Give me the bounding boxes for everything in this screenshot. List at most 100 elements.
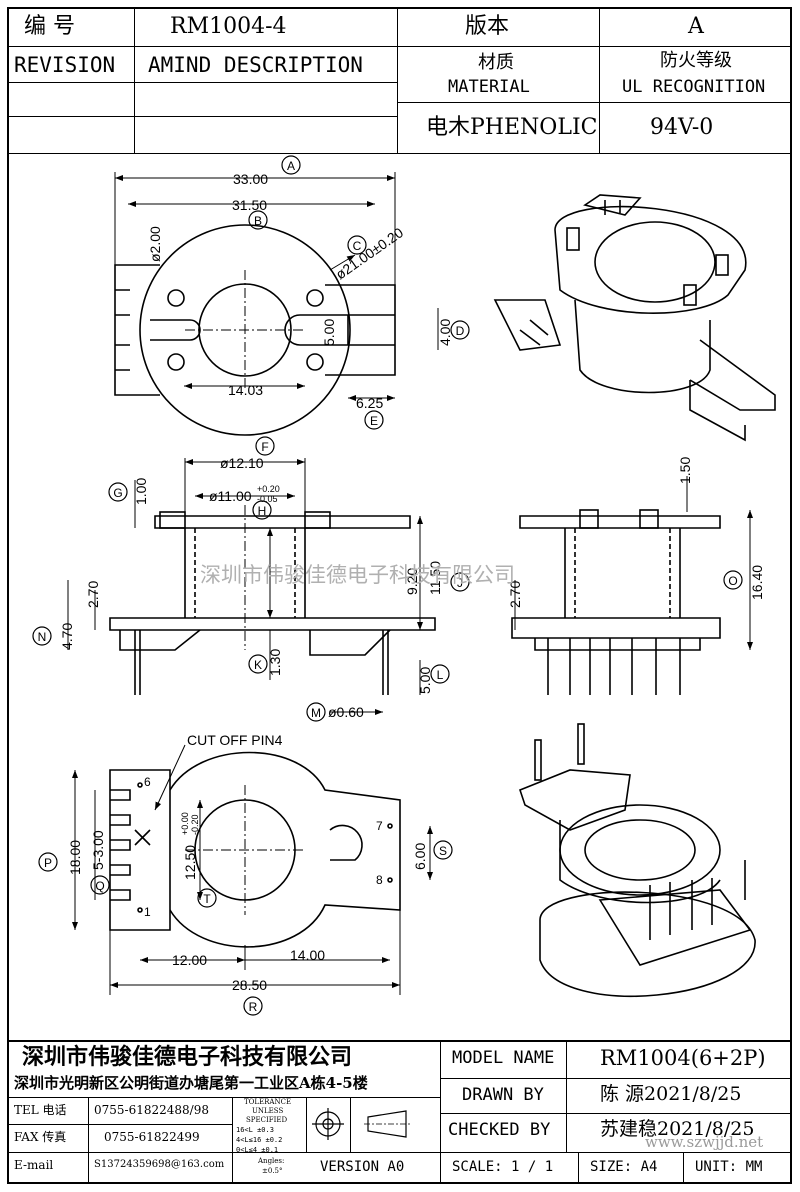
tolerance-sub2: SPECIFIED xyxy=(246,1116,288,1124)
dim-270b: 2.70 xyxy=(507,581,523,608)
tolerance-sub1: UNLESS xyxy=(252,1107,284,1115)
callout-m: M xyxy=(311,706,321,720)
material-label-cn: 材质 xyxy=(478,52,514,73)
callout-i-j: J xyxy=(457,576,463,590)
dim-1150: 11.50 xyxy=(427,561,443,595)
callout-r: R xyxy=(249,1000,258,1014)
callout-b: B xyxy=(254,214,262,228)
version-label: 版本 xyxy=(465,14,510,39)
dim-1250-tol-dn: -0.20 xyxy=(190,814,200,835)
callout-n: N xyxy=(38,630,47,644)
bottom-view xyxy=(109,751,401,948)
callout-g: G xyxy=(113,486,122,500)
callout-d: D xyxy=(456,324,465,338)
dim-1400: 14.00 xyxy=(290,947,325,963)
dim-4: 4.00 xyxy=(437,319,453,346)
pin-6-label: 6 xyxy=(144,775,151,789)
size-label: SIZE: A4 xyxy=(590,1159,658,1175)
model-label: MODEL NAME xyxy=(452,1048,555,1068)
email-value: S13724359698@163.com xyxy=(94,1159,225,1170)
tolerance-angles-val: ±0.5° xyxy=(262,1167,283,1175)
dim-1210: ø12.10 xyxy=(220,455,264,471)
tolerance-angles: Angles: xyxy=(258,1157,285,1165)
callout-f: F xyxy=(261,440,268,454)
drawing-sheet xyxy=(7,7,792,1184)
iso-view-bottom xyxy=(519,723,756,998)
top-view xyxy=(114,224,396,436)
material-value: 电木PHENOLIC xyxy=(426,115,598,140)
material-label-en: MATERIAL xyxy=(448,77,530,97)
pin-1-label: 1 xyxy=(144,905,151,919)
fire-label-en: UL RECOGNITION xyxy=(622,77,766,97)
tolerance-row-2: 4<L≤16 ±0.2 xyxy=(236,1136,283,1144)
fax-label: FAX 传真 xyxy=(14,1130,67,1144)
callout-a: A xyxy=(287,159,295,173)
dim-1200: 12.00 xyxy=(172,952,207,968)
dim-33: 33.00 xyxy=(233,171,268,187)
drawn-label: DRAWN BY xyxy=(462,1085,544,1105)
dim-5x300: 5-3.00 xyxy=(90,830,106,870)
dim-270: 2.70 xyxy=(85,581,101,608)
number-label: 编 号 xyxy=(24,14,75,39)
cut-off-note: CUT OFF PIN4 xyxy=(187,732,283,748)
dim-500: 5.00 xyxy=(417,667,433,694)
web-watermark: www.szwjjd.net xyxy=(645,1133,764,1151)
dim-625: 6.25 xyxy=(356,395,383,411)
dim-1800: 18.00 xyxy=(67,840,83,875)
version-label: VERSION A0 xyxy=(320,1159,405,1175)
dim-11: ø11.00 xyxy=(209,488,252,504)
pin-7-label: 7 xyxy=(376,819,383,833)
dim-5: 5.00 xyxy=(321,319,337,346)
dim-1: 1.00 xyxy=(133,478,149,505)
checked-value: 苏建稳2021/8/25 xyxy=(600,1118,755,1140)
amind-label: AMIND DESCRIPTION xyxy=(148,53,363,77)
tolerance-title: TOLERANCE xyxy=(244,1098,292,1106)
dim-600: 6.00 xyxy=(412,843,428,870)
scale-label: SCALE: 1 / 1 xyxy=(452,1159,554,1175)
revision-label: REVISION xyxy=(14,53,116,77)
tolerance-row-3: 0<L≤4 ±0.1 xyxy=(236,1146,279,1154)
dim-920: 9.20 xyxy=(404,568,420,595)
dim-1250: 12.50 xyxy=(182,845,198,880)
callout-l: L xyxy=(437,668,444,682)
dim-1250-tol-up: +0.00 xyxy=(180,812,190,835)
unit-label: UNIT: MM xyxy=(695,1159,763,1175)
side-view-right xyxy=(511,509,721,695)
drawn-value: 陈 源2021/8/25 xyxy=(600,1083,742,1105)
dim-130: 1.30 xyxy=(267,649,283,676)
dim-3150: 31.50 xyxy=(232,197,267,213)
fire-label-cn: 防火等级 xyxy=(660,50,732,71)
callout-p: P xyxy=(44,856,52,870)
dim-2850: 28.50 xyxy=(232,977,267,993)
checked-label: CHECKED BY xyxy=(448,1120,551,1140)
version-value: A xyxy=(688,14,704,39)
dim-11-tol-dn: -0.05 xyxy=(257,494,278,504)
fax-value: 0755-61822499 xyxy=(104,1130,200,1144)
side-view-left xyxy=(109,505,436,695)
model-value: RM1004(6+2P) xyxy=(600,1046,766,1070)
projection-symbol xyxy=(312,1108,410,1140)
iso-view-top xyxy=(493,194,776,442)
company-address: 深圳市光明新区公明街道办塘尾第一工业区A栋4-5楼 xyxy=(14,1074,368,1092)
callout-h: H xyxy=(258,504,267,518)
watermark: 深圳市伟骏佳德电子科技有限公司 xyxy=(200,563,515,587)
dim-150: 1.50 xyxy=(677,457,693,484)
pin-8-label: 8 xyxy=(376,873,383,887)
dim-1403: 14.03 xyxy=(228,382,263,398)
email-label: E-mail xyxy=(14,1158,54,1172)
callout-s: S xyxy=(439,844,447,858)
callout-q: Q xyxy=(95,879,104,893)
fire-value: 94V-0 xyxy=(650,115,714,140)
callout-o: O xyxy=(728,574,737,588)
dim-11-tol-up: +0.20 xyxy=(257,484,280,494)
tel-value: 0755-61822488/98 xyxy=(94,1103,209,1117)
dim-470: 4.70 xyxy=(59,623,75,650)
dim-060: ø0.60 xyxy=(328,704,364,720)
number-value: RM1004-4 xyxy=(170,14,287,39)
tel-label: TEL 电话 xyxy=(14,1103,67,1117)
technical-drawing: A B C D E F G H J K L M N O P Q R S T 33… xyxy=(32,155,776,1016)
callout-k: K xyxy=(254,658,262,672)
company-name: 深圳市伟骏佳德电子科技有限公司 xyxy=(22,1044,353,1070)
callout-e: E xyxy=(370,414,378,428)
dim-d2: ø2.00 xyxy=(147,226,163,262)
